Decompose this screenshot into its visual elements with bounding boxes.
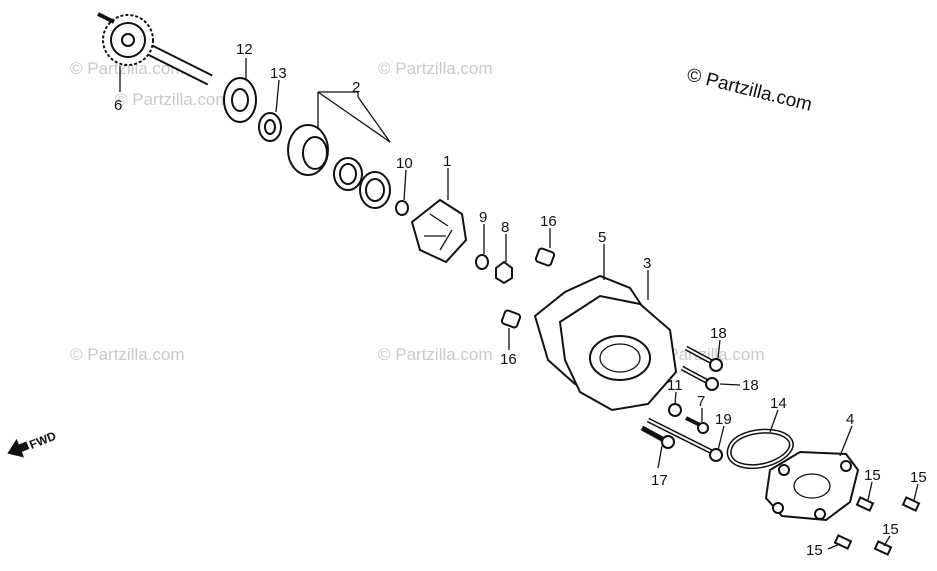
leader-lines xyxy=(119,58,919,550)
callout-14: 14 xyxy=(770,395,787,412)
small-bolt xyxy=(873,540,893,556)
sealing-washer xyxy=(668,403,682,417)
washer-small xyxy=(475,254,489,270)
callout-18-a: 18 xyxy=(710,325,727,342)
small-bolt xyxy=(901,496,921,512)
bolt xyxy=(646,417,723,462)
callout-15-a: 15 xyxy=(864,467,881,484)
callout-2: 2 xyxy=(352,79,360,96)
fwd-label: FWD xyxy=(27,429,58,452)
fwd-arrow-icon: FWD xyxy=(7,429,58,458)
washer xyxy=(395,200,409,216)
watermark: © Partzilla.com xyxy=(378,59,493,78)
pump-body xyxy=(558,294,678,412)
bolt xyxy=(640,425,675,449)
small-bolt xyxy=(855,496,875,512)
callout-19: 19 xyxy=(715,411,732,428)
callout-9: 9 xyxy=(479,209,487,226)
pump-cover xyxy=(764,450,860,522)
pump-shaft-gear xyxy=(97,12,213,86)
bearing xyxy=(223,77,257,123)
bolt xyxy=(680,365,719,391)
callout-12: 12 xyxy=(236,41,253,58)
callout-16-a: 16 xyxy=(540,213,557,230)
callout-15-b: 15 xyxy=(910,469,927,486)
callout-18-b: 18 xyxy=(742,377,759,394)
watermark: © Partzilla.com xyxy=(70,59,185,78)
oil-seal xyxy=(258,112,282,142)
callout-3: 3 xyxy=(643,255,651,272)
watermark: © Partzilla.com xyxy=(115,90,230,109)
callout-13: 13 xyxy=(270,65,287,82)
bolt xyxy=(685,416,709,434)
callout-1: 1 xyxy=(443,153,451,170)
small-bolt xyxy=(833,534,853,550)
nut xyxy=(495,260,513,285)
callout-15-d: 15 xyxy=(806,542,823,559)
impeller xyxy=(410,198,468,264)
callout-7: 7 xyxy=(697,393,705,410)
callout-17: 17 xyxy=(651,472,668,489)
mechanical-seal xyxy=(287,124,391,209)
watermark: © Partzilla.com xyxy=(650,345,765,364)
dowel-pin-upper xyxy=(534,247,556,267)
watermark: © Partzilla.com xyxy=(70,345,185,364)
watermark: © Partzilla.com xyxy=(378,345,493,364)
bolt xyxy=(684,345,723,372)
callout-15-c: 15 xyxy=(882,521,899,538)
copyright-text: © Partzilla.com xyxy=(685,64,814,115)
callout-4: 4 xyxy=(846,411,854,428)
o-ring xyxy=(726,428,794,470)
callout-5: 5 xyxy=(598,229,606,246)
callout-8: 8 xyxy=(501,219,509,236)
callout-6: 6 xyxy=(114,97,122,114)
dowel-pin-lower xyxy=(500,309,522,329)
callout-11: 11 xyxy=(667,377,683,394)
callout-16-b: 16 xyxy=(500,351,517,368)
callout-10: 10 xyxy=(396,155,413,172)
